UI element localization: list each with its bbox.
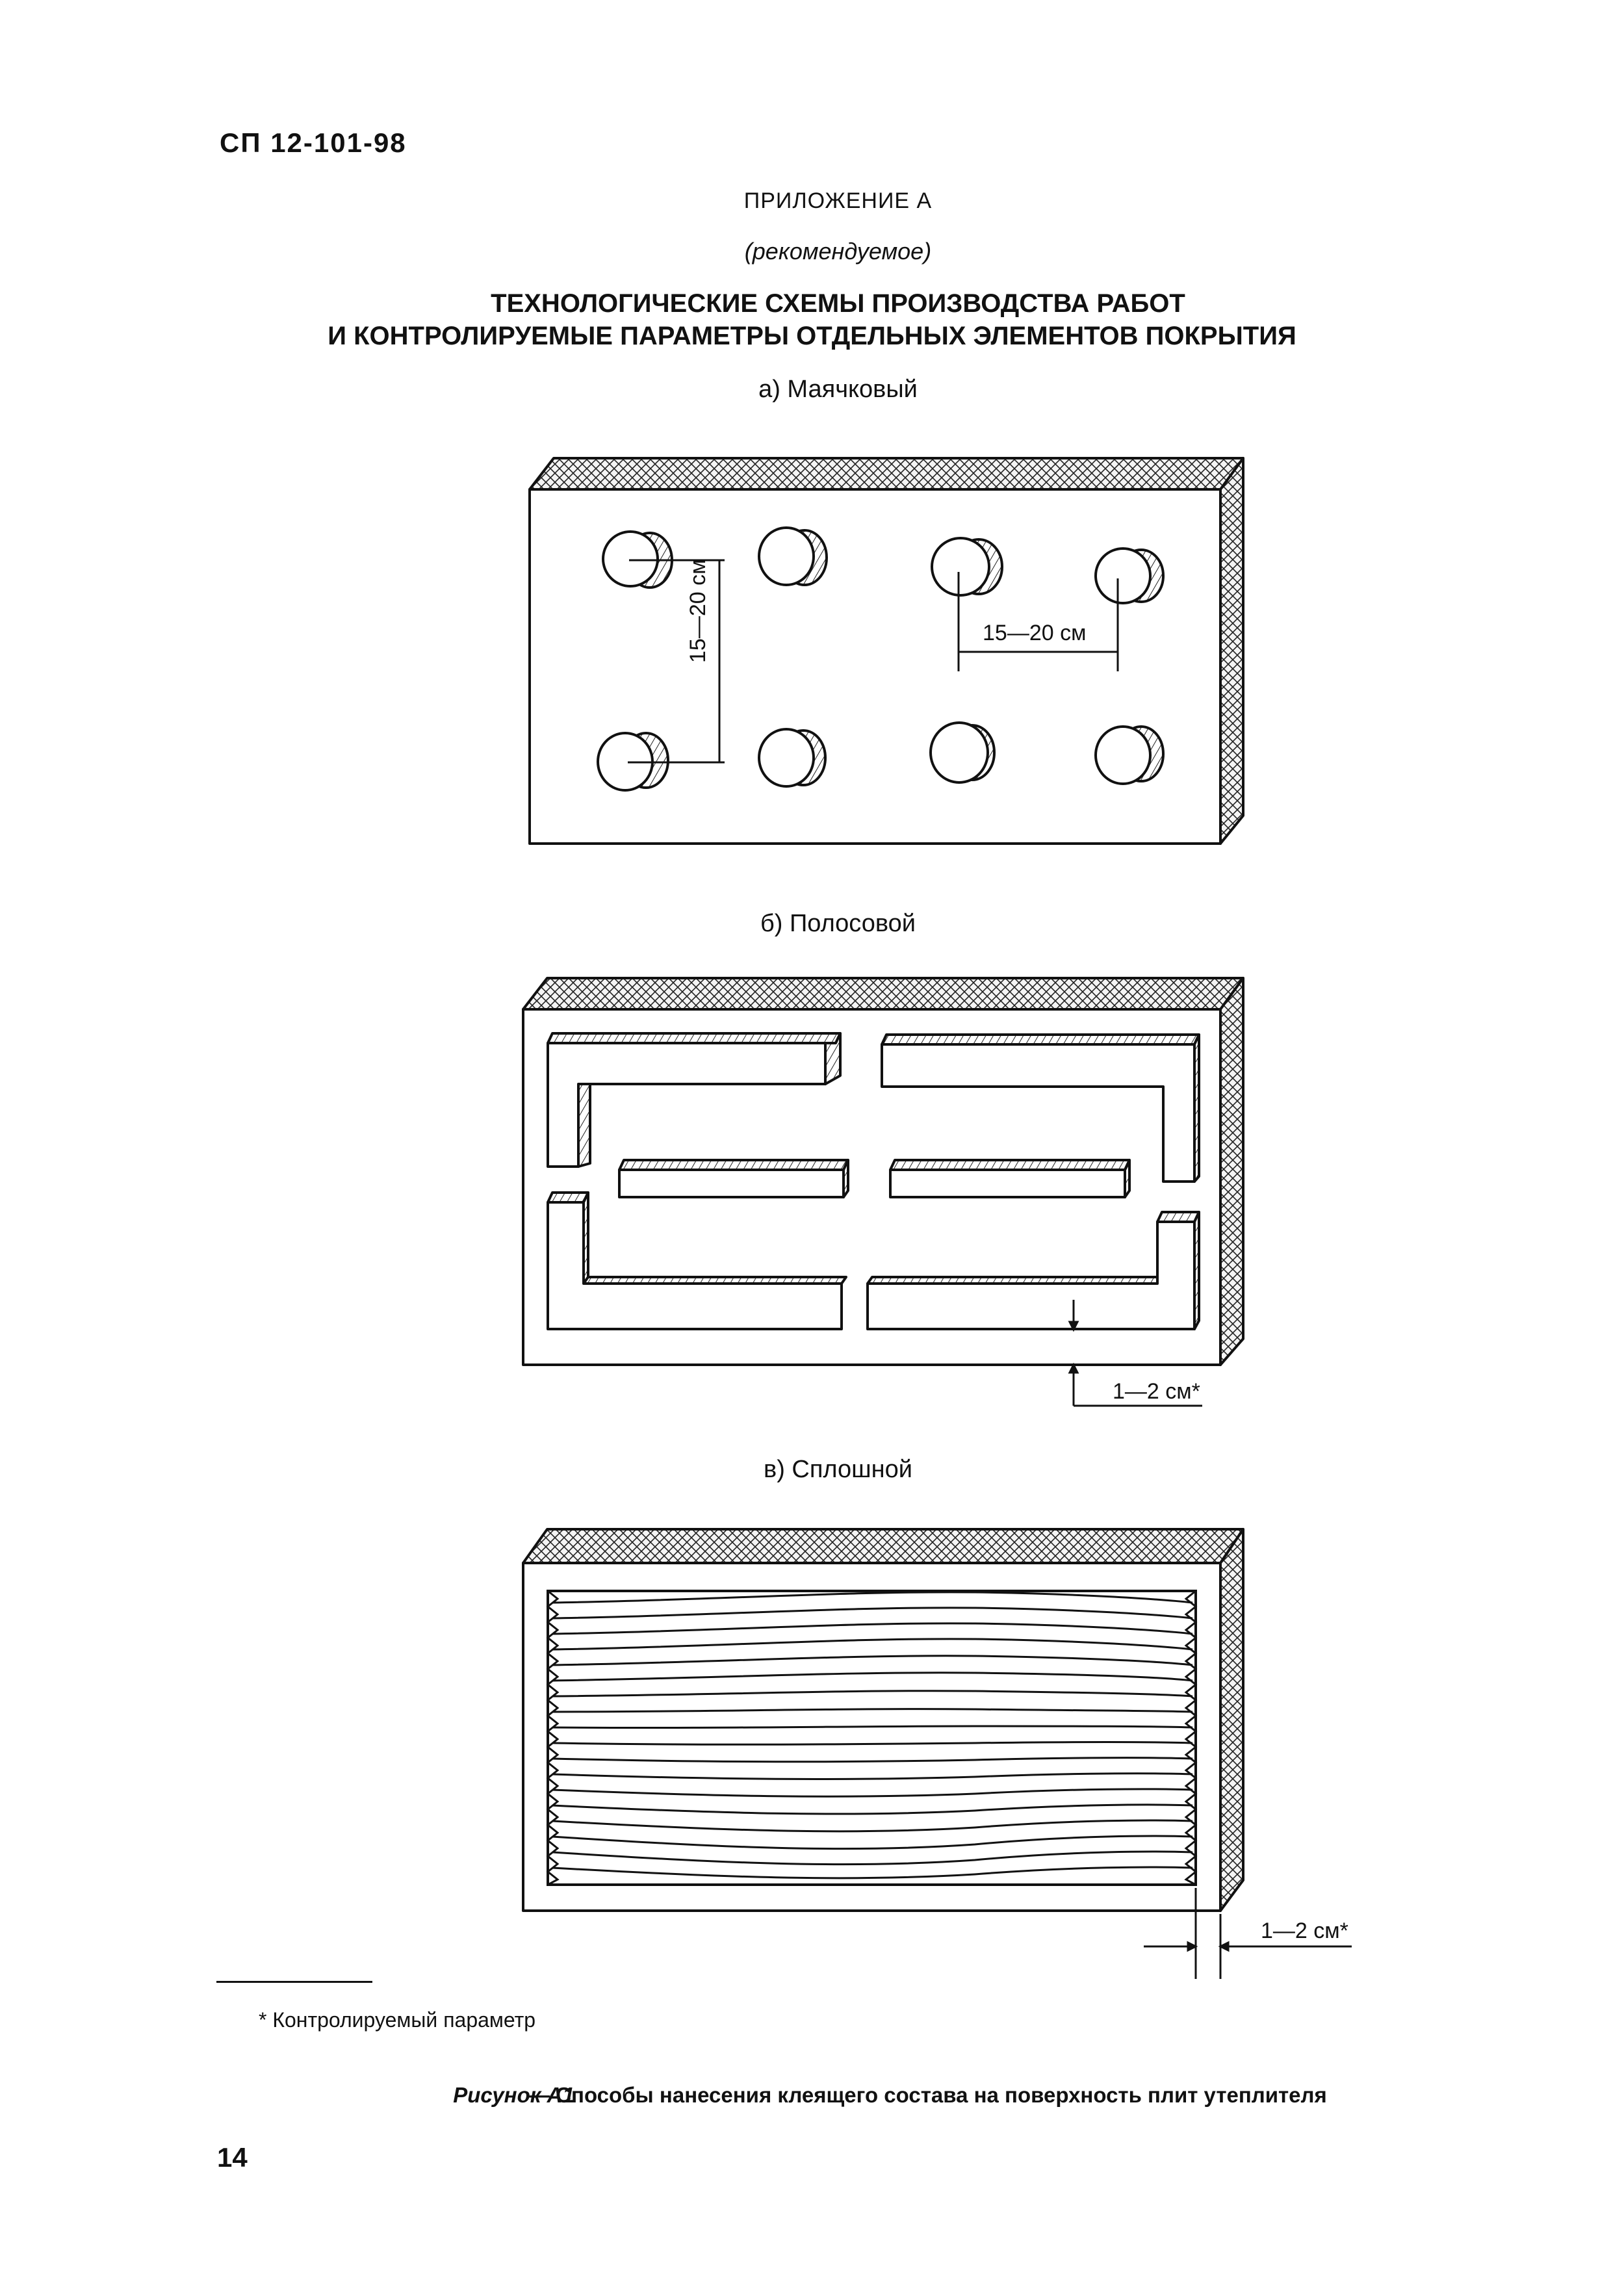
dimension-label-vertical: 15—20 см [686, 559, 710, 663]
dimension-label-continuous-edge: 1—2 см* [1261, 1919, 1348, 1943]
appendix-label: ПРИЛОЖЕНИЕ А [743, 188, 933, 213]
adhesive-strip [881, 1033, 1200, 1183]
appendix-title: ТЕХНОЛОГИЧЕСКИЕ СХЕМЫ ПРОИЗВОДСТВА РАБОТ… [0, 287, 1624, 352]
figure-label: Рисунок А1 [453, 2083, 574, 2107]
footnote-rule [216, 1981, 372, 1983]
adhesive-dot [758, 728, 827, 788]
title-line-1: ТЕХНОЛОГИЧЕСКИЕ СХЕМЫ ПРОИЗВОДСТВА РАБОТ [491, 289, 1185, 318]
dimension-lines-c [1144, 1888, 1352, 1979]
dimension-lines-b [1068, 1300, 1202, 1407]
adhesive-strip [547, 1191, 847, 1330]
adhesive-strips [547, 1032, 1200, 1330]
adhesive-dot [1094, 547, 1165, 604]
adhesive-strip [547, 1032, 842, 1168]
adhesive-strip [866, 1211, 1200, 1330]
figure-a-caption: а) Маячковый [758, 376, 918, 403]
figure-caption-text: — Способы нанесения клеящего состава на … [522, 2083, 1327, 2107]
adhesive-strip [889, 1159, 1131, 1198]
dimension-lines-a [628, 559, 1119, 764]
document-code: СП 12-101-98 [220, 127, 407, 158]
adhesive-dot [929, 721, 996, 784]
figure-b-caption: б) Полосовой [760, 910, 916, 937]
dimension-label-horizontal: 15—20 см [983, 621, 1087, 645]
adhesive-dot [1094, 725, 1165, 785]
title-line-2: И КОНТРОЛИРУЕМЫЕ ПАРАМЕТРЫ ОТДЕЛЬНЫХ ЭЛЕ… [328, 322, 1296, 350]
figure-c-caption: в) Сплошной [764, 1456, 912, 1483]
dimension-label-strip-edge: 1—2 см* [1113, 1379, 1200, 1404]
adhesive-dot [758, 526, 828, 586]
adhesive-dots [597, 526, 1165, 792]
adhesive-layer [546, 1590, 1198, 1886]
figure-caption: Рисунок А1 — Способы нанесения клеящего … [0, 2083, 1624, 2108]
adhesive-dot [597, 732, 669, 792]
appendix-status: (рекомендуемое) [744, 238, 932, 265]
footnote: * Контролируемый параметр [259, 2008, 536, 2032]
adhesive-strip [618, 1159, 849, 1198]
adhesive-dot [931, 537, 1003, 597]
page-number: 14 [217, 2142, 248, 2173]
